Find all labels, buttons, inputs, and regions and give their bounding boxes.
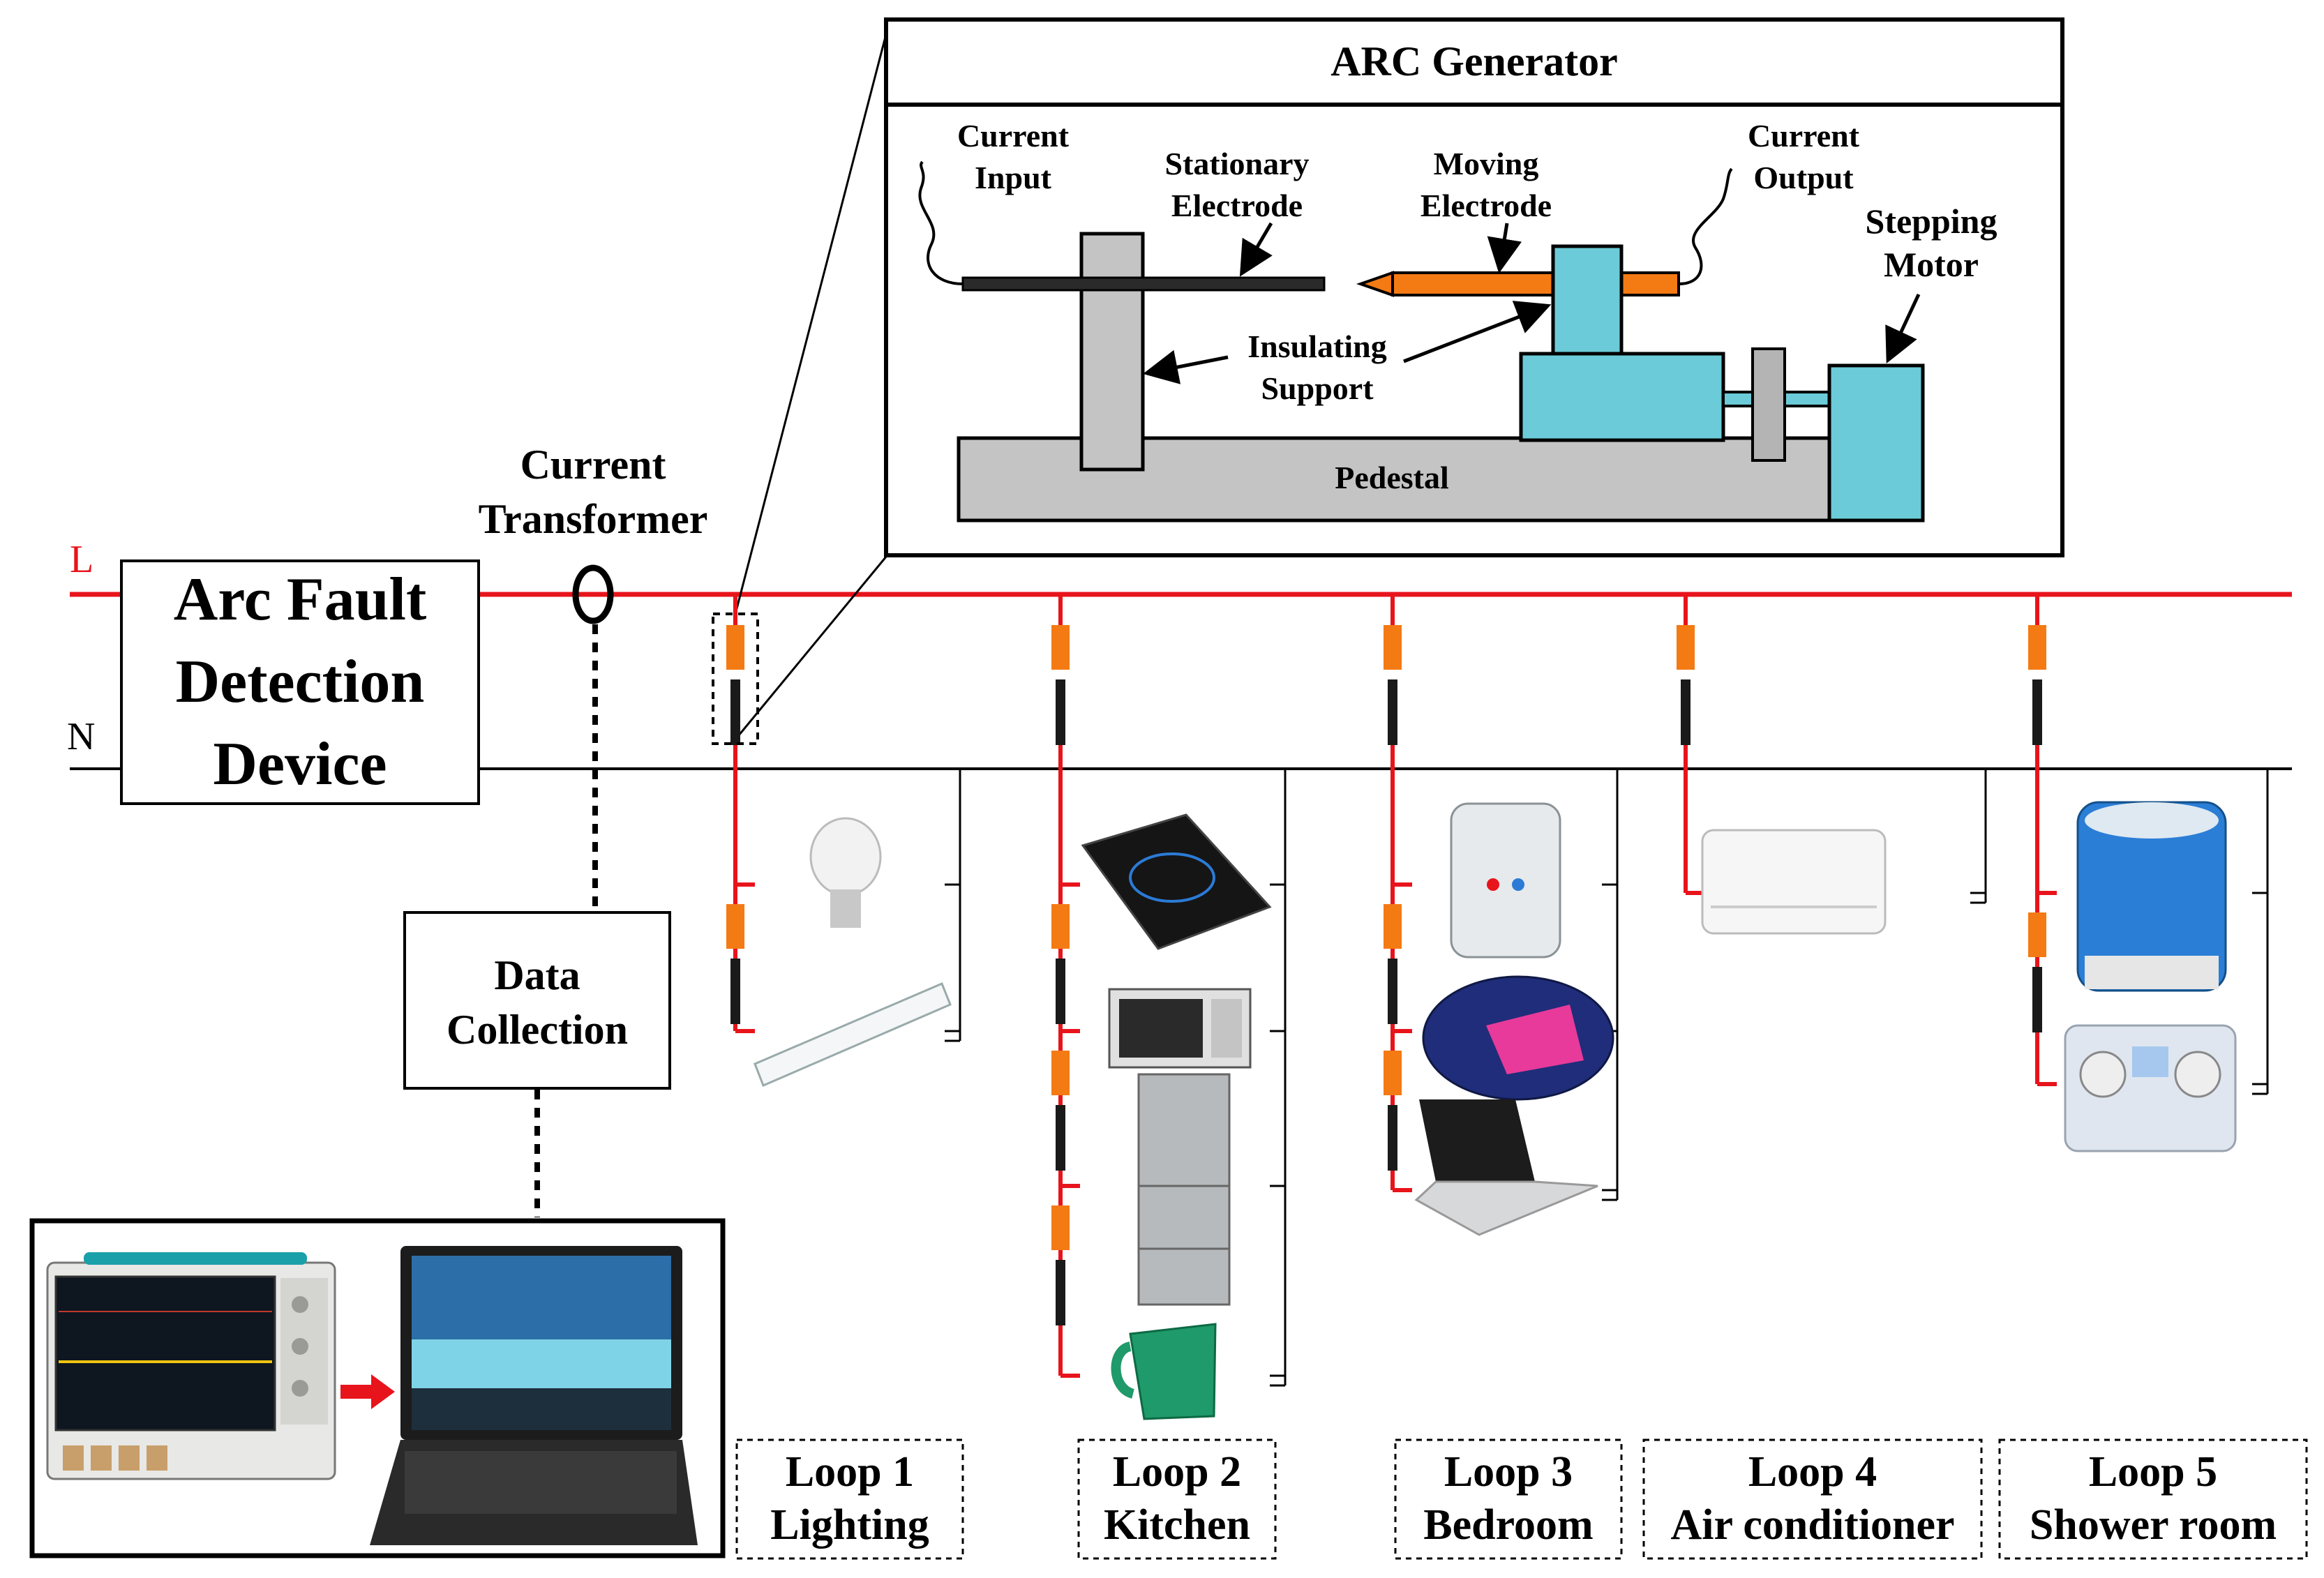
insulating-support-post xyxy=(1079,232,1145,472)
loop-1-room: Lighting xyxy=(770,1501,929,1549)
loop-1-parallel-arc-1-orange xyxy=(726,904,744,949)
arc-fault-detection-device: Arc Fault Detection Device xyxy=(120,559,480,805)
light-bulb-icon xyxy=(809,817,882,928)
loop-3-parallel-arc-1-black xyxy=(1388,959,1397,1024)
stationary-electrode xyxy=(961,276,1326,292)
acquisition-equipment xyxy=(29,1218,726,1558)
loop-1-parallel-arc-1-black xyxy=(730,959,740,1024)
refrigerator-icon xyxy=(1137,1073,1231,1306)
loop-3-parallel-arc-2-black xyxy=(1388,1105,1397,1171)
microwave-oven-icon xyxy=(1108,988,1252,1069)
data-collection-line2: Collection xyxy=(447,1007,628,1053)
live-label: L xyxy=(70,538,93,581)
loop-labels: Loop 1 Lighting Loop 2 Kitchen Loop 3 Be… xyxy=(735,1438,2308,1560)
transfer-arrow-icon xyxy=(340,1374,395,1409)
air-conditioner-icon xyxy=(1701,829,1887,935)
loop-2-room: Kitchen xyxy=(1104,1501,1250,1549)
output-wire xyxy=(1678,167,1733,285)
loop-5-series-arc-generator-orange xyxy=(2028,625,2046,670)
loop-2-parallel-arc-3-black xyxy=(1056,1260,1065,1325)
loop-2-parallel-arc-3-orange xyxy=(1051,1205,1070,1250)
ct-ring-icon xyxy=(572,564,614,624)
loop-5-parallel-arc-1-orange xyxy=(2028,912,2046,957)
afdd-label-line1: Arc Fault xyxy=(174,566,427,633)
current-transformer: Current Transformer xyxy=(479,442,708,908)
data-collection-box: Data Collection xyxy=(403,911,671,1217)
moving-electrode-label-2: Electrode xyxy=(1420,188,1552,223)
current-output-label-2: Output xyxy=(1753,160,1854,195)
input-wire xyxy=(918,160,964,285)
current-input-label-1: Current xyxy=(957,118,1070,153)
loop-3-name: Loop 3 xyxy=(1444,1448,1573,1496)
neutral-label: N xyxy=(67,715,95,758)
loop-2-name: Loop 2 xyxy=(1113,1448,1241,1496)
water-dispenser-icon xyxy=(1450,802,1561,959)
induction-cooker-icon xyxy=(1081,813,1272,950)
washing-machine-icon xyxy=(2076,801,2227,992)
stationary-electrode-label-2: Electrode xyxy=(1171,188,1303,223)
loop-1-name: Loop 1 xyxy=(786,1448,914,1496)
stepping-motor-label-1: Stepping xyxy=(1866,202,1997,241)
insulating-support-label-1: Insulating xyxy=(1247,329,1386,364)
loop-5-series-arc-generator-black xyxy=(2032,679,2042,745)
data-collection-line1: Data xyxy=(494,952,580,998)
loop-3-room: Bedroom xyxy=(1423,1501,1593,1549)
loop-2-label: Loop 2 Kitchen xyxy=(1077,1438,1277,1560)
loop-2-parallel-arc-1-orange xyxy=(1051,904,1070,949)
current-input-label-2: Input xyxy=(975,160,1052,195)
loop-5-label: Loop 5 Shower room xyxy=(1998,1438,2308,1560)
loop-2-series-arc-generator-orange xyxy=(1051,625,1070,670)
stationary-electrode-label-1: Stationary xyxy=(1165,146,1310,181)
oscilloscope-icon xyxy=(46,1252,336,1480)
loop-2-parallel-arc-2-orange xyxy=(1051,1051,1070,1095)
loop-5-parallel-arc-1-black xyxy=(2032,967,2042,1032)
slide-carriage xyxy=(1519,352,1725,442)
loop-1-series-arc-generator-orange xyxy=(726,625,744,670)
loop-2-series-arc-generator-black xyxy=(1056,679,1065,745)
loop-3-series-arc-generator-orange xyxy=(1384,625,1402,670)
bedroom-laptop-icon xyxy=(1414,1099,1598,1236)
loop-3-series-arc-generator-black xyxy=(1388,679,1397,745)
shaft-coupling xyxy=(1751,347,1786,462)
moving-electrode-label-1: Moving xyxy=(1434,146,1539,181)
loop-1-label: Loop 1 Lighting xyxy=(735,1438,964,1560)
loop-2-parallel-arc-1-black xyxy=(1056,959,1065,1024)
electric-kettle-icon xyxy=(1111,1323,1217,1420)
current-output-label-1: Current xyxy=(1748,118,1860,153)
ct-label-line2: Transformer xyxy=(479,496,708,542)
stepping-motor xyxy=(1827,363,1925,523)
loop-3-label: Loop 3 Bedroom xyxy=(1394,1438,1623,1560)
arc-generator-detail: ARC Generator Pedestal Current Input Sta… xyxy=(734,17,2064,740)
afdd-label-line3: Device xyxy=(213,730,387,798)
stepping-motor-label-2: Motor xyxy=(1884,245,1979,284)
loop-3-parallel-arc-1-orange xyxy=(1384,904,1402,949)
electrode-holder xyxy=(1551,244,1624,360)
loop-4-series-arc-generator-black xyxy=(1681,679,1690,745)
appliances xyxy=(754,801,2237,1420)
acquisition-laptop-icon xyxy=(370,1246,698,1545)
ct-label-line1: Current xyxy=(520,442,666,488)
arc-generator-title: ARC Generator xyxy=(1330,38,1618,84)
pedestal-label: Pedestal xyxy=(1335,460,1449,495)
moving-electrode xyxy=(1391,271,1680,296)
led-strip-icon xyxy=(754,982,952,1087)
loop-2-parallel-arc-2-black xyxy=(1056,1105,1065,1171)
branch-circuits xyxy=(712,594,2269,1387)
afdd-label-line2: Detection xyxy=(176,648,425,716)
loop-4-name: Loop 4 xyxy=(1748,1448,1877,1496)
vacuum-cleaner-icon xyxy=(1422,975,1614,1101)
loop-3-parallel-arc-2-orange xyxy=(1384,1051,1402,1095)
loop-5-name: Loop 5 xyxy=(2089,1448,2217,1496)
bathroom-heater-icon xyxy=(2064,1024,2237,1152)
loop-5-room: Shower room xyxy=(2030,1501,2277,1549)
loop-4-label: Loop 4 Air conditioner xyxy=(1642,1438,1983,1560)
loop-1-series-arc-generator-black xyxy=(730,679,740,745)
insulating-support-label-2: Support xyxy=(1261,370,1374,406)
loop-4-room: Air conditioner xyxy=(1671,1501,1955,1549)
loop-4-series-arc-generator-orange xyxy=(1677,625,1695,670)
